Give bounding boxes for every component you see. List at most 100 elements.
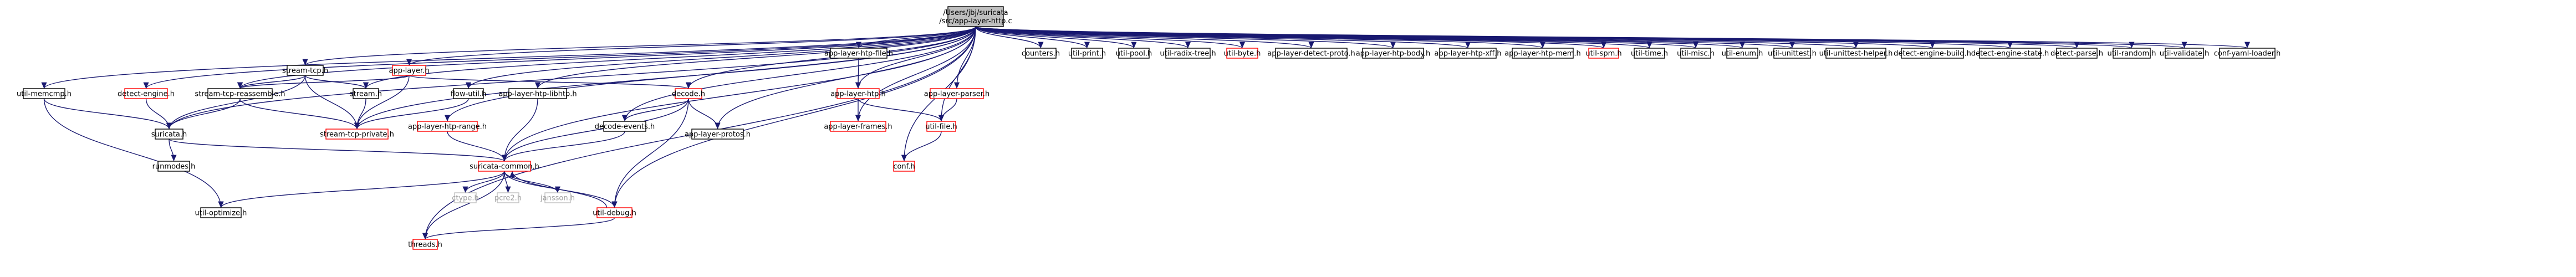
edge-root-to-app-layer-htp (855, 26, 976, 89)
node-label-stream-tcp-private: stream-tcp-private.h (320, 131, 394, 139)
node-util-enum[interactable]: util-enum.h (1722, 48, 1763, 59)
edge-app-layer-to-stream-tcp-private (354, 75, 410, 130)
node-app-layer-htp-file[interactable]: app-layer-htp-file.h (824, 48, 893, 59)
node-label-util-print: util-print.h (1068, 50, 1106, 58)
edge-util-debug-to-threads (422, 217, 615, 240)
node-app-layer-parser: app-layer-parser.h (924, 88, 990, 99)
edge-stream-tcp-to-stream (304, 75, 369, 89)
node-util-pool[interactable]: util-pool.h (1116, 48, 1152, 59)
node-label-detect-engine-state: detect-engine-state.h (1971, 50, 2049, 58)
node-box-stream (353, 88, 379, 99)
node-util-random[interactable]: util-random.h (2107, 48, 2156, 59)
node-stream-tcp[interactable]: stream-tcp.h (282, 65, 328, 76)
node-label-util-enum: util-enum.h (1722, 50, 1763, 58)
node-label-app-layer-htp-range: app-layer-htp-range.h (408, 123, 487, 131)
node-util-spm: util-spm.h (1585, 48, 1622, 59)
node-util-print[interactable]: util-print.h (1068, 48, 1106, 59)
edge-root-to-app-layer-htp-libhtp (535, 26, 976, 89)
node-root[interactable]: /Users/jbj/suricata/src/app-layer-http.c (939, 6, 1012, 27)
node-util-optimize[interactable]: util-optimize.h (195, 207, 247, 218)
node-label-detect-parse: detect-parse.h (2050, 50, 2103, 58)
node-util-unittest[interactable]: util-unittest.h (1768, 48, 1817, 59)
node-label-threads: threads.h (408, 241, 442, 249)
node-label-util-optimize: util-optimize.h (195, 209, 247, 218)
node-box-app-layer-frames (830, 121, 886, 132)
node-box-detect-engine-state (1979, 48, 2041, 59)
node-label-app-layer-htp-file: app-layer-htp-file.h (824, 50, 893, 58)
edge-app-layer-htp-range-to-suricata-common (447, 131, 507, 162)
edge-root-to-stream-tcp (302, 26, 976, 66)
node-app-layer-protos[interactable]: app-layer-protos.h (685, 129, 751, 140)
node-label-app-layer-detect-proto: app-layer-detect-proto.h (1267, 50, 1355, 58)
node-label-flow-util: flow-util.h (451, 90, 486, 99)
edge-root-to-app-layer (406, 26, 976, 66)
edge-app-layer-parser-to-util-file (938, 98, 957, 122)
node-app-layer-htp-body[interactable]: app-layer-htp-body.h (1356, 48, 1431, 59)
node-suricata-common: suricata-common.h (470, 161, 539, 172)
edge-decode-to-decode-events (622, 98, 689, 122)
node-label-app-layer-htp-body: app-layer-htp-body.h (1356, 50, 1431, 58)
node-util-unittest-helper[interactable]: util-unittest-helper.h (1819, 48, 1893, 59)
node-box-stream-tcp-private (325, 129, 389, 140)
edge-detect-engine-to-suricata (145, 98, 172, 130)
edge-root-to-detect-engine (143, 26, 976, 89)
edge-root-to-util-print (975, 26, 1090, 49)
edge-stream-tcp-reassemble-to-stream-tcp-private (239, 98, 360, 130)
node-app-layer-htp-libhtp[interactable]: app-layer-htp-libhtp.h (498, 88, 577, 99)
edge-decode-events-to-suricata-common (502, 131, 625, 162)
node-box-suricata (155, 129, 183, 140)
node-pcre2: pcre2.h (494, 192, 522, 203)
node-counters[interactable]: counters.h (1022, 48, 1060, 59)
node-util-validate[interactable]: util-validate.h (2160, 48, 2209, 59)
node-util-time[interactable]: util-time.h (1631, 48, 1668, 59)
node-label-detect-engine-build: detect-engine-build.h (1894, 50, 1971, 58)
node-util-radix-tree[interactable]: util-radix-tree.h (1160, 48, 1216, 59)
node-label-app-layer-htp-libhtp: app-layer-htp-libhtp.h (498, 90, 577, 99)
edge-root-to-counters (975, 26, 1044, 49)
node-stream[interactable]: stream.h (350, 88, 382, 99)
edge-suricata-common-to-util-optimize (218, 171, 505, 208)
node-flow-util[interactable]: flow-util.h (451, 88, 486, 99)
node-box-ctype (454, 192, 477, 203)
node-box-stream-tcp-reassemble (207, 88, 273, 99)
node-detect-engine-state[interactable]: detect-engine-state.h (1971, 48, 2049, 59)
edge-util-memcmp-to-util-optimize (43, 98, 224, 208)
edge-suricata-to-runmodes (169, 138, 177, 162)
node-runmodes[interactable]: runmodes.h (152, 161, 196, 172)
node-app-layer-detect-proto[interactable]: app-layer-detect-proto.h (1267, 48, 1355, 59)
node-box-flow-util (453, 88, 484, 99)
node-app-layer-htp-xff[interactable]: app-layer-htp-xff.h (1435, 48, 1502, 59)
edge-stream-tcp-reassemble-to-suricata (166, 98, 241, 130)
node-app-layer-htp-mem[interactable]: app-layer-htp-mem.h (1504, 48, 1581, 59)
node-conf-yaml-loader[interactable]: conf-yaml-loader.h (2214, 48, 2281, 59)
edge-root-to-stream-tcp-reassemble (237, 26, 976, 89)
node-label-counters: counters.h (1022, 50, 1060, 58)
node-app-layer-htp-range: app-layer-htp-range.h (408, 121, 487, 132)
node-stream-tcp-reassemble[interactable]: stream-tcp-reassemble.h (195, 88, 285, 99)
node-box-app-layer-detect-proto (1275, 48, 1348, 59)
node-label-stream: stream.h (350, 90, 382, 99)
node-box-util-pool (1118, 48, 1150, 59)
node-util-memcmp[interactable]: util-memcmp.h (17, 88, 72, 99)
node-label-app-layer-parser: app-layer-parser.h (924, 90, 990, 99)
node-app-layer: app-layer.h (389, 65, 429, 76)
node-box-util-spm (1588, 48, 1619, 59)
node-detect-parse[interactable]: detect-parse.h (2050, 48, 2103, 59)
node-app-layer-htp: app-layer-htp.h (830, 88, 886, 99)
node-label-decode: decode.h (672, 90, 705, 99)
node-util-misc[interactable]: util-misc.h (1677, 48, 1715, 59)
node-label-jansson: jansson.h (540, 194, 575, 203)
node-suricata[interactable]: suricata.h (151, 129, 187, 140)
node-box-pcre2 (497, 192, 519, 203)
node-box-util-random (2113, 48, 2151, 59)
node-label-util-unittest: util-unittest.h (1768, 50, 1817, 58)
node-box-app-layer-htp-file (830, 48, 887, 59)
node-box-app-layer-htp-mem (1512, 48, 1574, 59)
node-util-file: util-file.h (925, 121, 957, 132)
node-detect-engine-build[interactable]: detect-engine-build.h (1894, 48, 1971, 59)
node-box-util-memcmp (23, 88, 65, 99)
node-label-util-validate: util-validate.h (2160, 50, 2209, 58)
node-box-decode-events (603, 121, 646, 132)
node-box-jansson (544, 192, 571, 203)
node-decode-events[interactable]: decode-events.h (595, 121, 655, 132)
